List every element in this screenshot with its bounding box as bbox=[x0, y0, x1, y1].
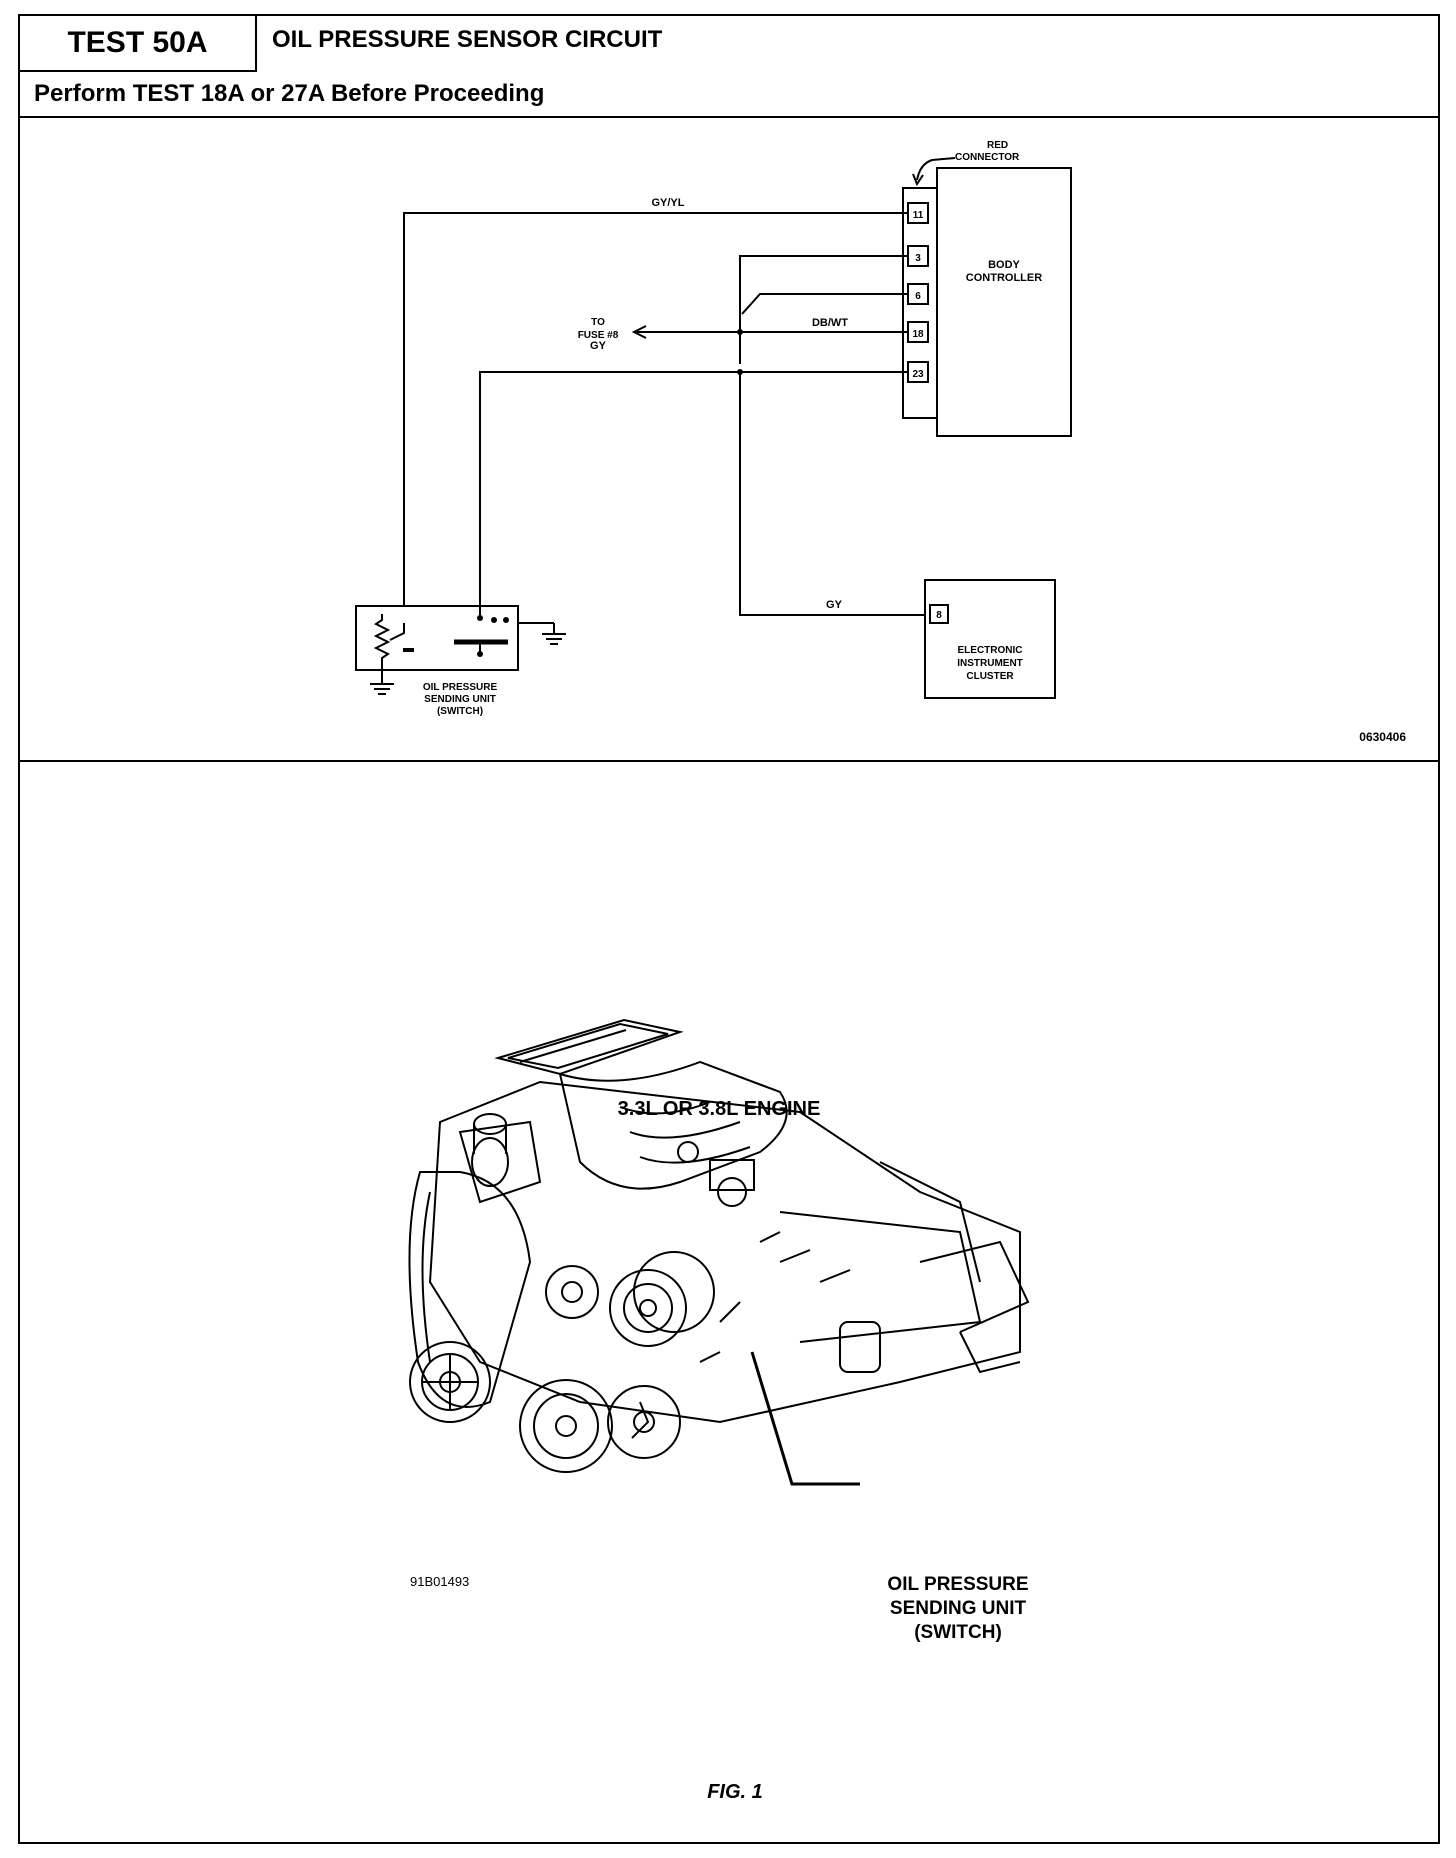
image-code: 91B01493 bbox=[410, 1574, 469, 1589]
cluster-label-2: INSTRUMENT bbox=[957, 658, 1023, 669]
fuse-label-2: FUSE #8 bbox=[578, 330, 619, 341]
cluster-label-3: CLUSTER bbox=[966, 671, 1014, 682]
red-connector-box bbox=[902, 187, 938, 419]
diagram-code: 0630406 bbox=[1359, 730, 1406, 744]
test-number: TEST 50A bbox=[20, 16, 257, 72]
cluster-label: ELECTRONIC bbox=[958, 645, 1023, 656]
callout-label: OIL PRESSURE bbox=[887, 1574, 1028, 1595]
pin-label: 11 bbox=[913, 210, 924, 221]
pin-label: 8 bbox=[936, 610, 942, 621]
figure-caption: FIG. 1 bbox=[707, 1781, 763, 1803]
sending-unit-box bbox=[355, 605, 519, 671]
instrument-cluster-box bbox=[924, 579, 1056, 699]
pin-label: 3 bbox=[915, 253, 921, 264]
wire-label: GY bbox=[590, 340, 607, 352]
pin-label: 23 bbox=[912, 369, 924, 380]
sender-label: OIL PRESSURE bbox=[423, 682, 498, 693]
callout-label-3: (SWITCH) bbox=[914, 1622, 1002, 1643]
test-title: OIL PRESSURE SENSOR CIRCUIT bbox=[272, 26, 663, 53]
engine-title: 3.3L OR 3.8L ENGINE bbox=[618, 1098, 821, 1120]
pin-label: 18 bbox=[912, 329, 924, 340]
sender-label-2: SENDING UNIT bbox=[424, 694, 496, 705]
body-controller-label: BODY bbox=[988, 259, 1020, 271]
wire-label: GY/YL bbox=[651, 197, 684, 209]
fuse-label: TO bbox=[591, 317, 605, 328]
wire-label: GY bbox=[826, 599, 843, 611]
pin-label: 6 bbox=[915, 291, 921, 302]
body-controller-box bbox=[936, 167, 1072, 437]
sender-label-3: (SWITCH) bbox=[437, 706, 483, 717]
engine-figure: 3.3L OR 3.8L ENGINE bbox=[20, 762, 1438, 1842]
wiring-diagram: RED CONNECTOR BODY CONTROLLER 11 3 6 18 … bbox=[20, 118, 1438, 762]
engine-illustration: 3.3L OR 3.8L ENGINE bbox=[408, 1018, 1030, 1803]
red-connector-label: RED bbox=[987, 140, 1008, 151]
callout-label-2: SENDING UNIT bbox=[890, 1598, 1027, 1619]
wiring-schematic: RED CONNECTOR BODY CONTROLLER 11 3 6 18 … bbox=[355, 140, 1406, 744]
red-connector-label-2: CONNECTOR bbox=[955, 152, 1020, 163]
prerequisite-note: Perform TEST 18A or 27A Before Proceedin… bbox=[20, 72, 1438, 118]
body-controller-label-2: CONTROLLER bbox=[966, 272, 1042, 284]
engine-drawing bbox=[408, 1018, 1030, 1486]
service-manual-page: TEST 50A OIL PRESSURE SENSOR CIRCUIT Per… bbox=[18, 14, 1440, 1844]
wire-label: DB/WT bbox=[812, 317, 848, 329]
